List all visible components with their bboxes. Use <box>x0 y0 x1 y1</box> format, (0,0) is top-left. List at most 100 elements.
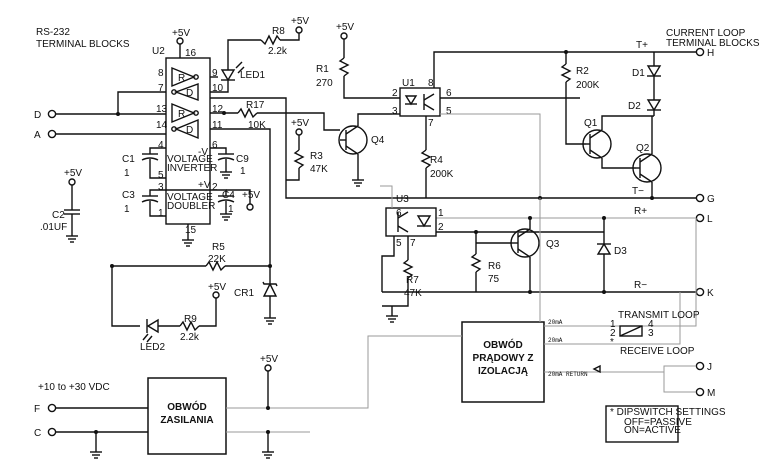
svg-text:+5V: +5V <box>64 168 82 179</box>
d2-diode <box>646 99 662 112</box>
r7-resistor <box>402 259 414 279</box>
terminal-d[interactable] <box>47 109 57 119</box>
svg-text:10K: 10K <box>248 120 266 131</box>
svg-text:14: 14 <box>156 120 168 131</box>
terminal-g[interactable] <box>695 193 705 203</box>
svg-text:H: H <box>707 48 714 59</box>
svg-text:2.2k: 2.2k <box>268 46 288 57</box>
svg-text:R6: R6 <box>488 261 501 272</box>
svg-text:R4: R4 <box>430 155 443 166</box>
svg-text:2.2k: 2.2k <box>180 332 200 343</box>
r3-resistor <box>293 149 305 169</box>
svg-text:4: 4 <box>158 140 164 151</box>
terminal-m[interactable] <box>695 387 705 397</box>
svg-text:270: 270 <box>316 78 333 89</box>
svg-text:R: R <box>178 109 185 120</box>
terminal-f[interactable] <box>47 403 57 413</box>
cr1-zener <box>262 282 278 297</box>
svg-text:10: 10 <box>212 83 224 94</box>
svg-text:1: 1 <box>124 168 130 179</box>
u2-driver-2 <box>174 118 199 140</box>
svg-text:INVERTER: INVERTER <box>167 163 217 174</box>
terminal-a-label: A <box>34 130 41 141</box>
svg-text:R+: R+ <box>634 206 647 217</box>
svg-text:R: R <box>178 73 185 84</box>
svg-text:6: 6 <box>396 208 402 219</box>
svg-text:J: J <box>707 362 712 373</box>
svg-text:20mA: 20mA <box>548 337 563 344</box>
svg-text:U1: U1 <box>402 78 415 89</box>
u2-supply-label: +5V <box>172 28 190 39</box>
svg-text:7: 7 <box>158 83 164 94</box>
u1-optocoupler <box>399 87 441 117</box>
svg-text:20mA: 20mA <box>548 319 563 326</box>
svg-text:T−: T− <box>632 186 644 197</box>
current-loop-subtitle: TERMINAL BLOCKS <box>666 38 760 49</box>
svg-text:R−: R− <box>634 280 647 291</box>
svg-text:R7: R7 <box>406 275 419 286</box>
svg-text:R9: R9 <box>184 314 197 325</box>
r6-resistor <box>470 253 482 273</box>
terminal-a[interactable] <box>47 129 57 139</box>
r4-resistor <box>420 149 432 169</box>
svg-text:7: 7 <box>410 238 416 249</box>
svg-text:-V: -V <box>198 147 208 158</box>
svg-text:L: L <box>707 214 713 225</box>
svg-text:OBWÓD: OBWÓD <box>167 400 206 413</box>
terminal-h[interactable] <box>695 47 705 57</box>
svg-text:+5V: +5V <box>336 22 354 33</box>
svg-text:*: * <box>610 337 614 348</box>
rs232-subtitle: TERMINAL BLOCKS <box>36 39 130 50</box>
svg-text:IZOLACJĄ: IZOLACJĄ <box>478 366 528 377</box>
svg-text:F: F <box>34 404 40 415</box>
svg-text:K: K <box>707 288 714 299</box>
svg-text:VOLTAGE: VOLTAGE <box>167 154 213 165</box>
svg-text:2: 2 <box>610 328 616 339</box>
terminal-l[interactable] <box>695 213 705 223</box>
svg-text:* DIPSWITCH SETTINGS: * DIPSWITCH SETTINGS <box>610 407 726 418</box>
d1-diode <box>646 65 662 78</box>
r2-resistor <box>560 63 572 83</box>
svg-text:C2: C2 <box>52 210 65 221</box>
d3-diode <box>596 242 612 255</box>
svg-text:2: 2 <box>438 222 444 233</box>
current-isolation-block <box>461 321 545 403</box>
svg-text:PRĄDOWY Z: PRĄDOWY Z <box>473 353 534 364</box>
current-loop-title: CURRENT LOOP <box>666 28 746 39</box>
svg-text:1: 1 <box>124 204 130 215</box>
svg-text:D3: D3 <box>614 246 627 257</box>
svg-text:47K: 47K <box>310 164 328 175</box>
svg-text:R8: R8 <box>272 26 285 37</box>
u2-receiver-2 <box>171 102 196 124</box>
svg-text:G: G <box>707 194 715 205</box>
q1-transistor <box>582 129 612 159</box>
dip-switch[interactable] <box>619 325 643 337</box>
dipswitch-legend <box>605 405 679 443</box>
svg-text:8: 8 <box>428 78 434 89</box>
r1-resistor <box>338 57 350 77</box>
svg-text:1: 1 <box>438 208 444 219</box>
svg-text:16: 16 <box>185 48 197 59</box>
svg-text:5: 5 <box>446 106 452 117</box>
svg-text:D: D <box>186 125 193 136</box>
svg-text:9: 9 <box>212 68 218 79</box>
svg-text:C1: C1 <box>122 154 135 165</box>
svg-text:D1: D1 <box>632 68 645 79</box>
q2-transistor <box>632 153 662 183</box>
terminal-k[interactable] <box>695 287 705 297</box>
svg-text:3: 3 <box>392 106 398 117</box>
svg-text:R1: R1 <box>316 64 329 75</box>
r5-resistor <box>205 260 226 272</box>
q4-transistor <box>338 125 368 155</box>
terminal-d-label: D <box>34 110 41 121</box>
svg-text:3: 3 <box>158 182 164 193</box>
svg-text:R2: R2 <box>576 66 589 77</box>
svg-text:R17: R17 <box>246 100 265 111</box>
svg-text:Q4: Q4 <box>371 135 385 146</box>
terminal-c[interactable] <box>47 427 57 437</box>
svg-text:13: 13 <box>156 104 168 115</box>
svg-text:RECEIVE LOOP: RECEIVE LOOP <box>620 346 695 357</box>
svg-text:OBWÓD: OBWÓD <box>483 338 522 351</box>
terminal-j[interactable] <box>695 361 705 371</box>
